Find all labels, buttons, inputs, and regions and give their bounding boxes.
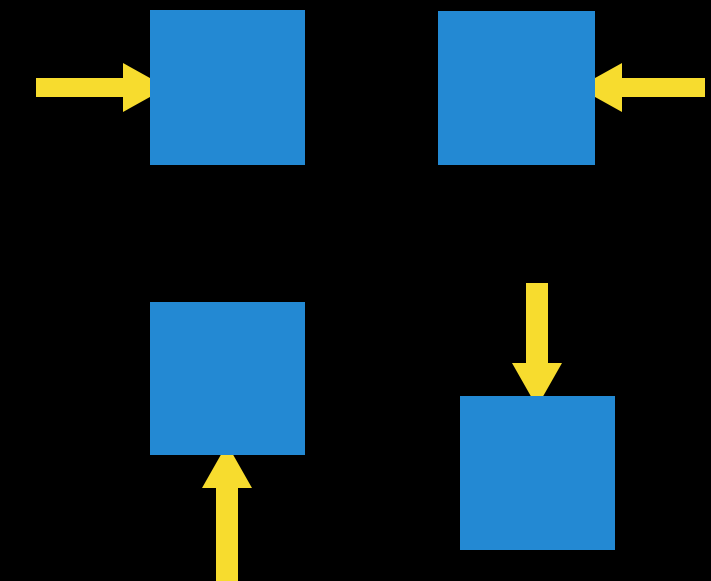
arrow-down-into-node-4 xyxy=(512,283,562,407)
arrow-up-into-node-3 xyxy=(202,444,252,581)
arrow-right-into-node-1 xyxy=(36,63,167,112)
arrow-left-into-node-2 xyxy=(578,63,705,112)
arrow-up-shape xyxy=(202,444,252,581)
arrow-left-shape xyxy=(578,63,705,112)
node-box-3[interactable] xyxy=(150,302,305,455)
node-box-1[interactable] xyxy=(150,10,305,165)
arrow-down-shape xyxy=(512,283,562,407)
node-box-2[interactable] xyxy=(438,11,595,165)
node-box-4[interactable] xyxy=(460,396,615,550)
arrow-right-shape xyxy=(36,63,167,112)
